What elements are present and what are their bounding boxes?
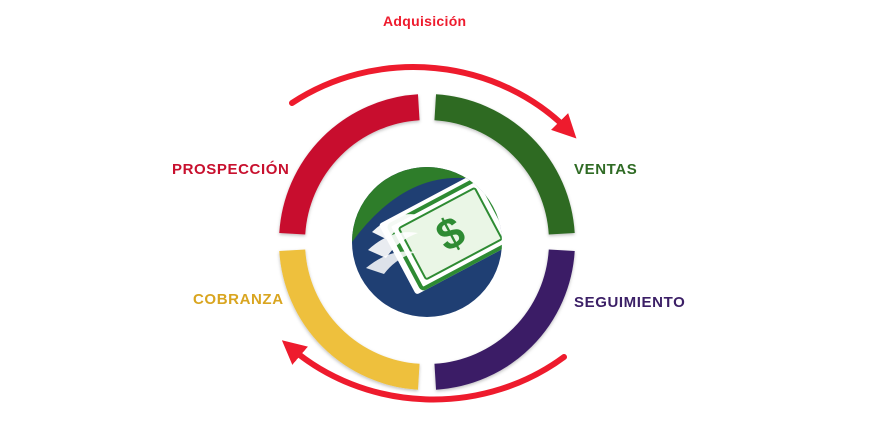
bill-stack-icon: $ <box>379 172 502 294</box>
segment-label-seguimiento: SEGUIMIENTO <box>574 294 686 311</box>
ring-segment-seguimiento <box>434 249 575 390</box>
cycle-arrow-top <box>289 64 577 139</box>
cycle-label-adquisicion: Adquisición <box>383 13 467 29</box>
ring-segment-prospeccion <box>279 94 420 235</box>
ring-segment-cobranza <box>279 249 420 390</box>
segment-label-ventas: VENTAS <box>574 161 638 178</box>
segment-label-cobranza: COBRANZA <box>193 291 284 308</box>
ring-segment-ventas <box>434 94 575 235</box>
cycle-ring <box>279 94 575 390</box>
money-icon: $ <box>352 167 502 317</box>
cycle-arrow-bottom <box>281 340 567 403</box>
segment-label-prospeccion: PROSPECCIÓN <box>172 161 290 178</box>
